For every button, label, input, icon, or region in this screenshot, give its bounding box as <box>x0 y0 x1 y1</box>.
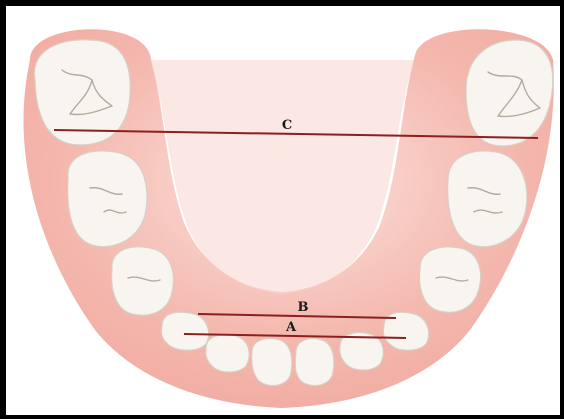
premolar-left-1 <box>112 247 174 315</box>
premolar-left-2 <box>68 151 147 247</box>
central-incisor-right <box>295 339 334 386</box>
molar-left <box>34 40 130 145</box>
canine-left <box>161 312 208 350</box>
label-a: A <box>285 320 297 335</box>
premolar-right-1 <box>420 247 481 312</box>
premolar-right-2 <box>448 151 527 247</box>
label-b: B <box>298 300 309 315</box>
label-c: C <box>282 118 292 133</box>
dental-arch-svg: C B A <box>6 6 560 415</box>
central-incisor-left <box>252 339 292 386</box>
lateral-incisor-left <box>206 335 250 373</box>
